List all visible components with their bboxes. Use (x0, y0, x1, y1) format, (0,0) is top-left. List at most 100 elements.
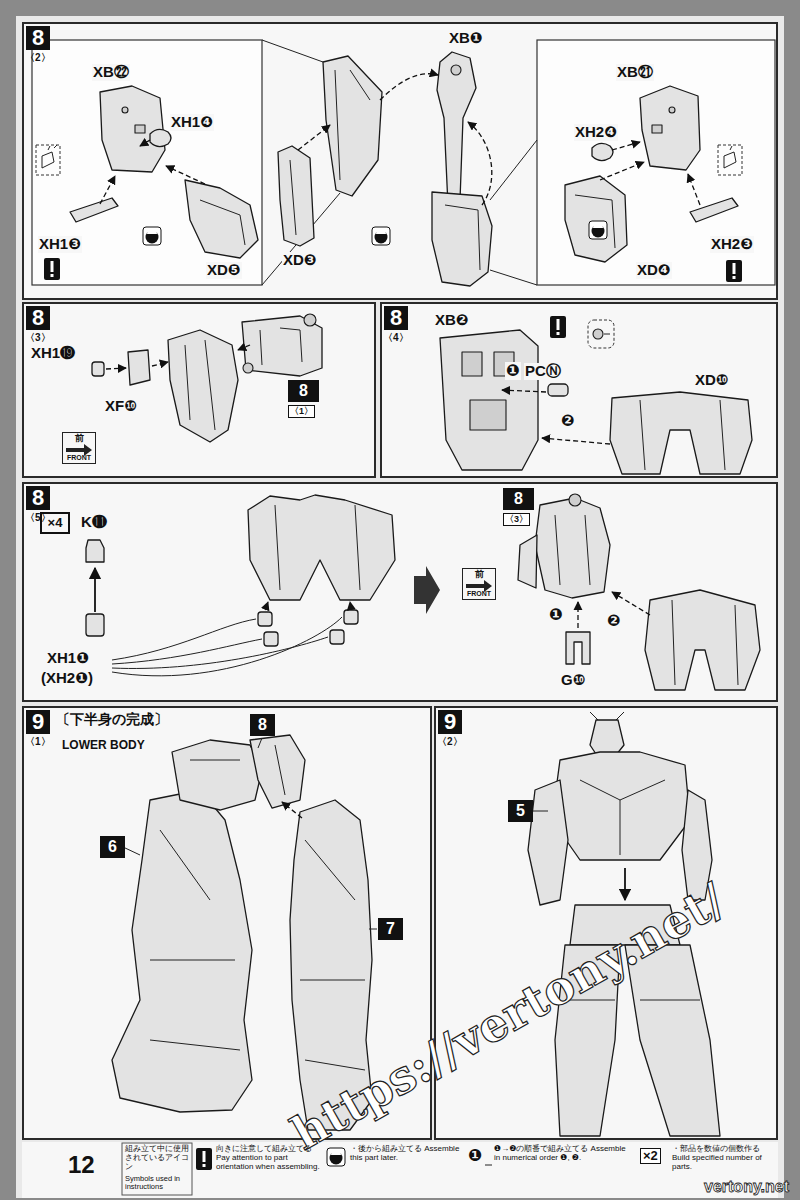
part-drawing (250, 735, 305, 808)
reference-number: 8 (288, 380, 319, 402)
step-marker: ❶ (505, 362, 521, 380)
part-drawing (190, 745, 285, 795)
part-number: XH1❹ (170, 114, 214, 131)
assembly-arrow (94, 568, 96, 612)
part-number: XB❷ (434, 312, 470, 329)
legend-entry: 向きに注意して組み立てる Pay attention to part orien… (216, 1144, 324, 1172)
panel-ground (22, 22, 778, 300)
assembly-arrow (166, 166, 205, 184)
section-title: 〔下半身の完成〕 (56, 711, 168, 727)
part-number: XH2❹ (574, 124, 618, 141)
assembly-arrow (612, 142, 640, 150)
leader-line (531, 811, 548, 812)
part-drawing (264, 632, 278, 646)
part-number: XH1❶ (46, 650, 90, 667)
assemble-later-icon (143, 227, 161, 245)
assembly-arrow (152, 362, 168, 366)
assembly-arrow (298, 125, 330, 150)
part-drawing (275, 505, 360, 590)
quantity-box: ×4 (40, 512, 70, 534)
part-drawing (569, 494, 581, 506)
part-drawing (535, 498, 610, 598)
part-drawing (518, 535, 537, 588)
part-drawing (640, 400, 725, 470)
assembly-arrow (350, 602, 351, 608)
step-number: 8 (26, 306, 50, 330)
part-drawing (552, 752, 690, 860)
zoom-box (537, 40, 775, 285)
part-drawing (304, 314, 316, 326)
part-drawing (548, 384, 568, 396)
page-number: 12 (68, 1152, 95, 1178)
reference-number: 6 (100, 836, 125, 858)
part-drawing (432, 192, 492, 286)
assembly-arrow (688, 174, 700, 205)
caution-icon (44, 258, 742, 338)
step-marker: ❷ (560, 412, 576, 430)
part-number: G❿ (560, 672, 586, 689)
part-drawing (92, 362, 104, 376)
part-drawing (135, 125, 145, 133)
part-drawing (36, 145, 60, 175)
part-drawing (690, 198, 738, 222)
part-drawing (610, 392, 752, 474)
part-number: XH1❸ (38, 236, 82, 253)
part-number: K⓫ (80, 514, 108, 531)
caution-icon (726, 260, 742, 282)
part-drawing (580, 780, 665, 855)
assembly-arrow (100, 176, 115, 204)
leader-line (123, 738, 377, 929)
part-drawing (440, 330, 538, 470)
part-drawing (565, 176, 627, 262)
step-panel: 8〈3〉8〈1〉前FRONT (22, 302, 376, 478)
part-drawing (588, 320, 614, 348)
legend-entry: ・部品を数値の個数作る Build specified number of pa… (672, 1144, 776, 1172)
zoom-box (262, 40, 537, 285)
assembly-arrow (238, 345, 250, 350)
assembly-arrow (502, 390, 546, 392)
zoom-box (32, 40, 775, 285)
caution-icon (44, 258, 60, 280)
part-drawing (575, 195, 615, 248)
step-panel: 8〈2〉 (22, 22, 778, 300)
part-drawing (335, 70, 370, 180)
legend-icon (122, 1143, 492, 1195)
part-drawing (724, 146, 736, 168)
leader-line (112, 619, 256, 660)
assembly-arrow (282, 802, 302, 818)
caution-icon (550, 316, 566, 338)
part-drawing (652, 125, 662, 133)
leader-line (112, 637, 328, 668)
panel-ground (22, 22, 778, 1198)
part-number: XD❸ (282, 252, 318, 269)
assemble-later-icon (589, 221, 607, 239)
panel-ground (380, 302, 778, 478)
step-panel: 9〈2〉5 (434, 706, 778, 1140)
zoom-box (32, 40, 262, 285)
part-drawing (445, 205, 480, 270)
part-drawing (36, 52, 742, 286)
part-number: XB㉑ (616, 64, 654, 81)
part-drawing (185, 180, 258, 258)
icon-key-title: Symbols used in instructions (125, 1175, 189, 1192)
reference-number: 8 (503, 488, 534, 510)
part-number: XD❿ (694, 372, 730, 389)
quantity: ×4 (42, 515, 68, 531)
part-drawing (150, 830, 240, 1050)
front-icon: 前FRONT (462, 568, 496, 600)
step-marker: ❷ (606, 612, 622, 630)
reference-tag: 8〈3〉 (503, 488, 534, 528)
part-drawing (70, 198, 118, 222)
icon-key-title: 組み立て中に使用されているアイコン (125, 1145, 189, 1171)
part-drawing (112, 790, 252, 1112)
part-drawing (592, 143, 613, 160)
part-drawing (323, 56, 382, 196)
part-drawing (200, 200, 245, 245)
part-drawing (150, 129, 171, 146)
leader-line (123, 738, 377, 929)
part-number: XB㉒ (92, 64, 130, 81)
part-drawing (414, 566, 440, 614)
assembly-arrow (106, 368, 126, 369)
part-drawing (66, 314, 322, 456)
